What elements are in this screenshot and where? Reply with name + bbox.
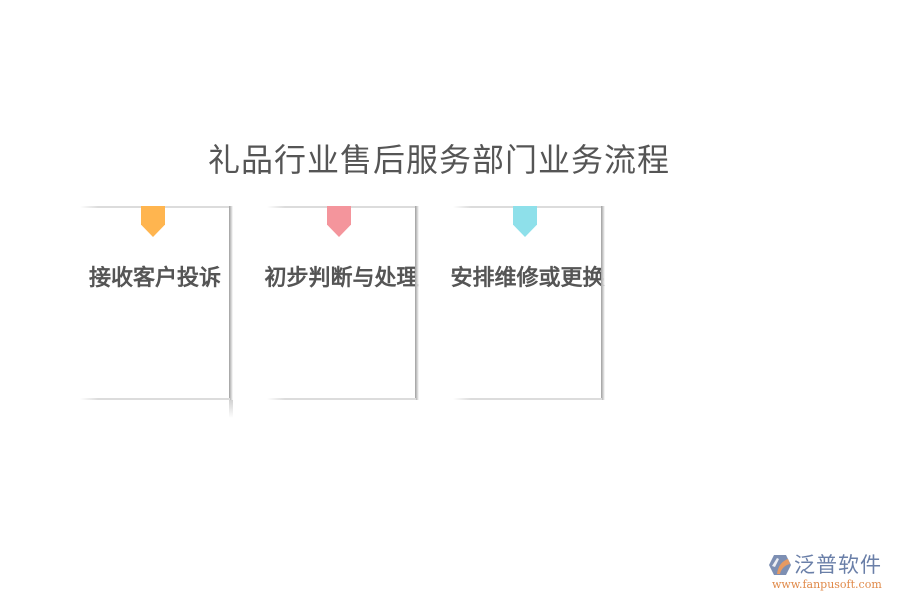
fanpu-hexagon-logo-icon: [769, 555, 791, 575]
step-card-1: 接收客户投诉: [80, 206, 233, 418]
card-shadow: [601, 206, 605, 400]
bookmark-marker-icon: [513, 206, 537, 237]
brand-logo: 泛普软件 www.fanpusoft.com: [768, 552, 893, 594]
card-shadow: [415, 206, 419, 400]
bookmark-marker-icon: [327, 206, 351, 237]
logo-url: www.fanpusoft.com: [772, 578, 882, 591]
step-label: 初步判断与处理: [264, 266, 419, 291]
bookmark-marker-icon: [141, 206, 165, 237]
logo-brand-name: 泛普软件: [794, 553, 882, 577]
step-label: 接收客户投诉: [88, 266, 221, 291]
step-card-2: 初步判断与处理: [264, 206, 419, 400]
step-label: 安排维修或更换: [450, 266, 605, 291]
diagram-title: 礼品行业售后服务部门业务流程: [207, 141, 670, 179]
card-shadow-tail: [229, 400, 233, 418]
step-card-3: 安排维修或更换: [450, 206, 605, 400]
card-shadow: [229, 206, 233, 400]
